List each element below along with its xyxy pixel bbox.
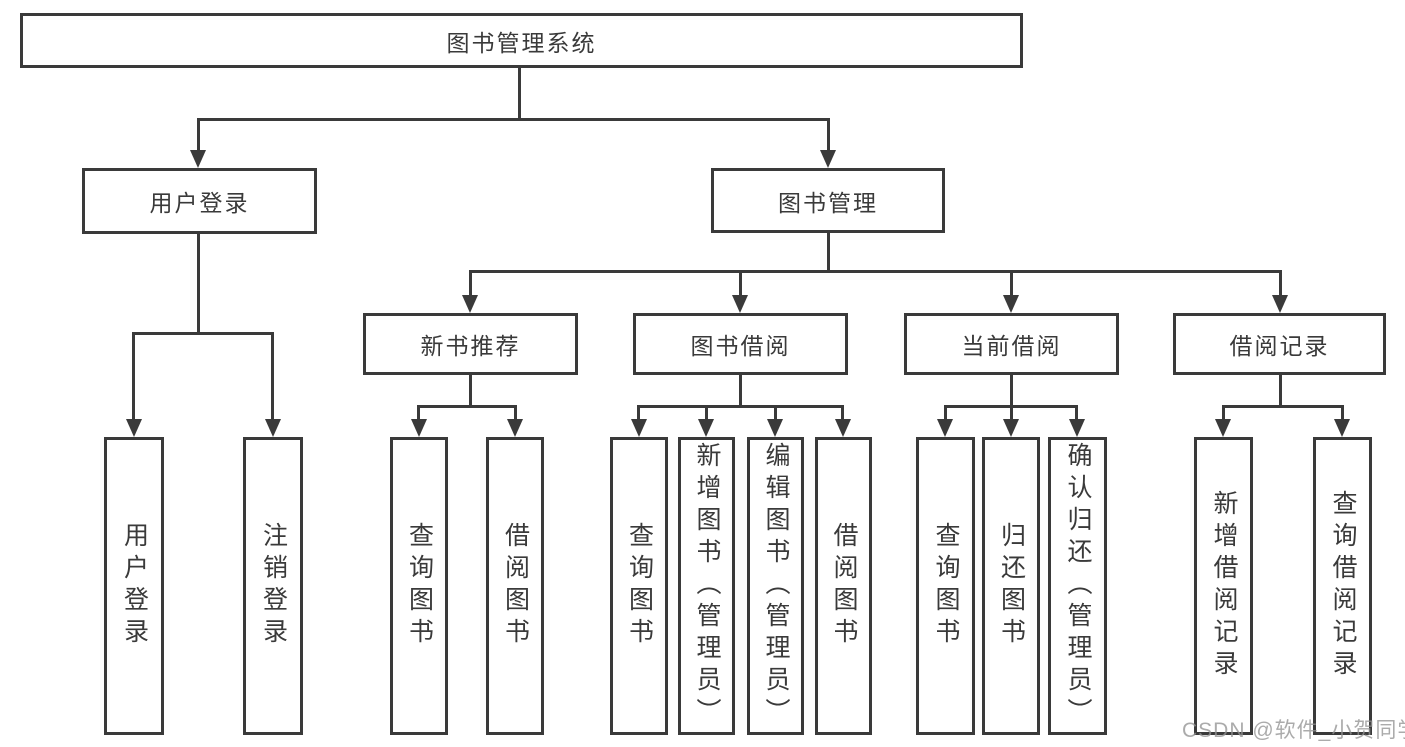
leaf-logout-login-label: 注销登录: [259, 522, 288, 650]
leaf-cb-return-books: 归还图书: [982, 437, 1040, 735]
connector-line: [514, 405, 517, 421]
leaf-bb-query-books-label: 查询图书: [625, 522, 654, 650]
leaf-bb-edit-books-admin-label: 编辑图书（管理员）: [762, 442, 790, 730]
node-user-login-label: 用户登录: [149, 190, 250, 216]
leaf-bb-edit-books-admin: 编辑图书（管理员）: [747, 437, 804, 735]
connector-line: [739, 270, 742, 297]
connector-line: [469, 270, 472, 297]
connector-line: [1010, 270, 1013, 297]
connector-line: [197, 118, 200, 154]
watermark: CSDN @软件_小贺同学: [1182, 719, 1405, 742]
node-library-system-label: 图书管理系统: [446, 29, 597, 56]
connector-line: [1341, 405, 1344, 421]
arrow-down-icon: [1215, 419, 1231, 437]
leaf-br-add-record: 新增借阅记录: [1194, 437, 1253, 735]
connector-line: [637, 405, 844, 408]
connector-line: [197, 118, 830, 121]
arrow-down-icon: [1334, 419, 1350, 437]
leaf-cb-confirm-return-admin-label: 确认归还（管理员）: [1064, 442, 1092, 730]
connector-line: [739, 373, 742, 408]
leaf-cb-query-books-label: 查询图书: [932, 522, 960, 650]
leaf-cb-query-books: 查询图书: [916, 437, 975, 735]
connector-line: [132, 332, 135, 422]
leaf-nb-borrow-books-label: 借阅图书: [501, 522, 530, 650]
leaf-bb-add-books-admin-label: 新增图书（管理员）: [693, 442, 721, 730]
arrow-down-icon: [631, 419, 647, 437]
leaf-nb-query-books: 查询图书: [390, 437, 448, 735]
connector-line: [1279, 373, 1282, 408]
leaf-br-add-record-label: 新增借阅记录: [1210, 490, 1238, 682]
connector-line: [518, 68, 521, 121]
arrow-down-icon: [411, 419, 427, 437]
connector-line: [774, 405, 777, 421]
connector-line: [944, 405, 947, 421]
leaf-cb-return-books-label: 归还图书: [997, 522, 1026, 650]
connector-line: [637, 405, 640, 421]
leaf-br-query-record-label: 查询借阅记录: [1329, 490, 1357, 682]
leaf-br-query-record: 查询借阅记录: [1313, 437, 1372, 735]
connector-line: [1279, 270, 1282, 297]
connector-line: [1222, 405, 1225, 421]
node-new-book-recommend-label: 新书推荐: [420, 333, 521, 359]
leaf-bb-query-books: 查询图书: [610, 437, 668, 735]
connector-line: [132, 332, 274, 335]
connector-line: [417, 405, 517, 408]
leaf-nb-query-books-label: 查询图书: [405, 522, 434, 650]
arrow-down-icon: [1003, 295, 1019, 313]
connector-line: [1075, 405, 1078, 421]
connector-line: [1010, 405, 1013, 421]
arrow-down-icon: [265, 419, 281, 437]
node-book-borrowing-label: 图书借阅: [690, 333, 791, 359]
connector-line: [469, 270, 1282, 273]
leaf-user-login: 用户登录: [104, 437, 164, 735]
connector-line: [1222, 405, 1343, 408]
leaf-bb-borrow-books: 借阅图书: [815, 437, 872, 735]
connector-line: [469, 373, 472, 408]
arrow-down-icon: [937, 419, 953, 437]
node-current-borrowing: 当前借阅: [904, 313, 1119, 375]
arrow-down-icon: [1003, 419, 1019, 437]
leaf-user-login-label: 用户登录: [120, 522, 149, 650]
node-new-book-recommend: 新书推荐: [363, 313, 578, 375]
arrow-down-icon: [190, 150, 206, 168]
arrow-down-icon: [1272, 295, 1288, 313]
node-book-management: 图书管理: [711, 168, 945, 233]
connector-line: [271, 332, 274, 422]
connector-line: [1010, 373, 1013, 408]
leaf-bb-add-books-admin: 新增图书（管理员）: [678, 437, 735, 735]
arrow-down-icon: [767, 419, 783, 437]
connector-line: [705, 405, 708, 421]
arrow-down-icon: [462, 295, 478, 313]
node-current-borrowing-label: 当前借阅: [961, 333, 1062, 359]
leaf-bb-borrow-books-label: 借阅图书: [830, 522, 858, 650]
node-library-system: 图书管理系统: [20, 13, 1023, 68]
node-borrowing-records-label: 借阅记录: [1229, 333, 1330, 359]
node-user-login: 用户登录: [82, 168, 317, 234]
leaf-nb-borrow-books: 借阅图书: [486, 437, 544, 735]
connector-line: [841, 405, 844, 421]
connector-line: [827, 118, 830, 154]
arrow-down-icon: [820, 150, 836, 168]
arrow-down-icon: [732, 295, 748, 313]
node-borrowing-records: 借阅记录: [1173, 313, 1386, 375]
connector-line: [827, 231, 830, 273]
arrow-down-icon: [1069, 419, 1085, 437]
arrow-down-icon: [126, 419, 142, 437]
leaf-cb-confirm-return-admin: 确认归还（管理员）: [1048, 437, 1107, 735]
connector-line: [197, 233, 200, 334]
arrow-down-icon: [835, 419, 851, 437]
arrow-down-icon: [507, 419, 523, 437]
connector-line: [417, 405, 420, 421]
arrow-down-icon: [698, 419, 714, 437]
node-book-management-label: 图书管理: [778, 189, 878, 216]
node-book-borrowing: 图书借阅: [633, 313, 848, 375]
leaf-logout-login: 注销登录: [243, 437, 303, 735]
